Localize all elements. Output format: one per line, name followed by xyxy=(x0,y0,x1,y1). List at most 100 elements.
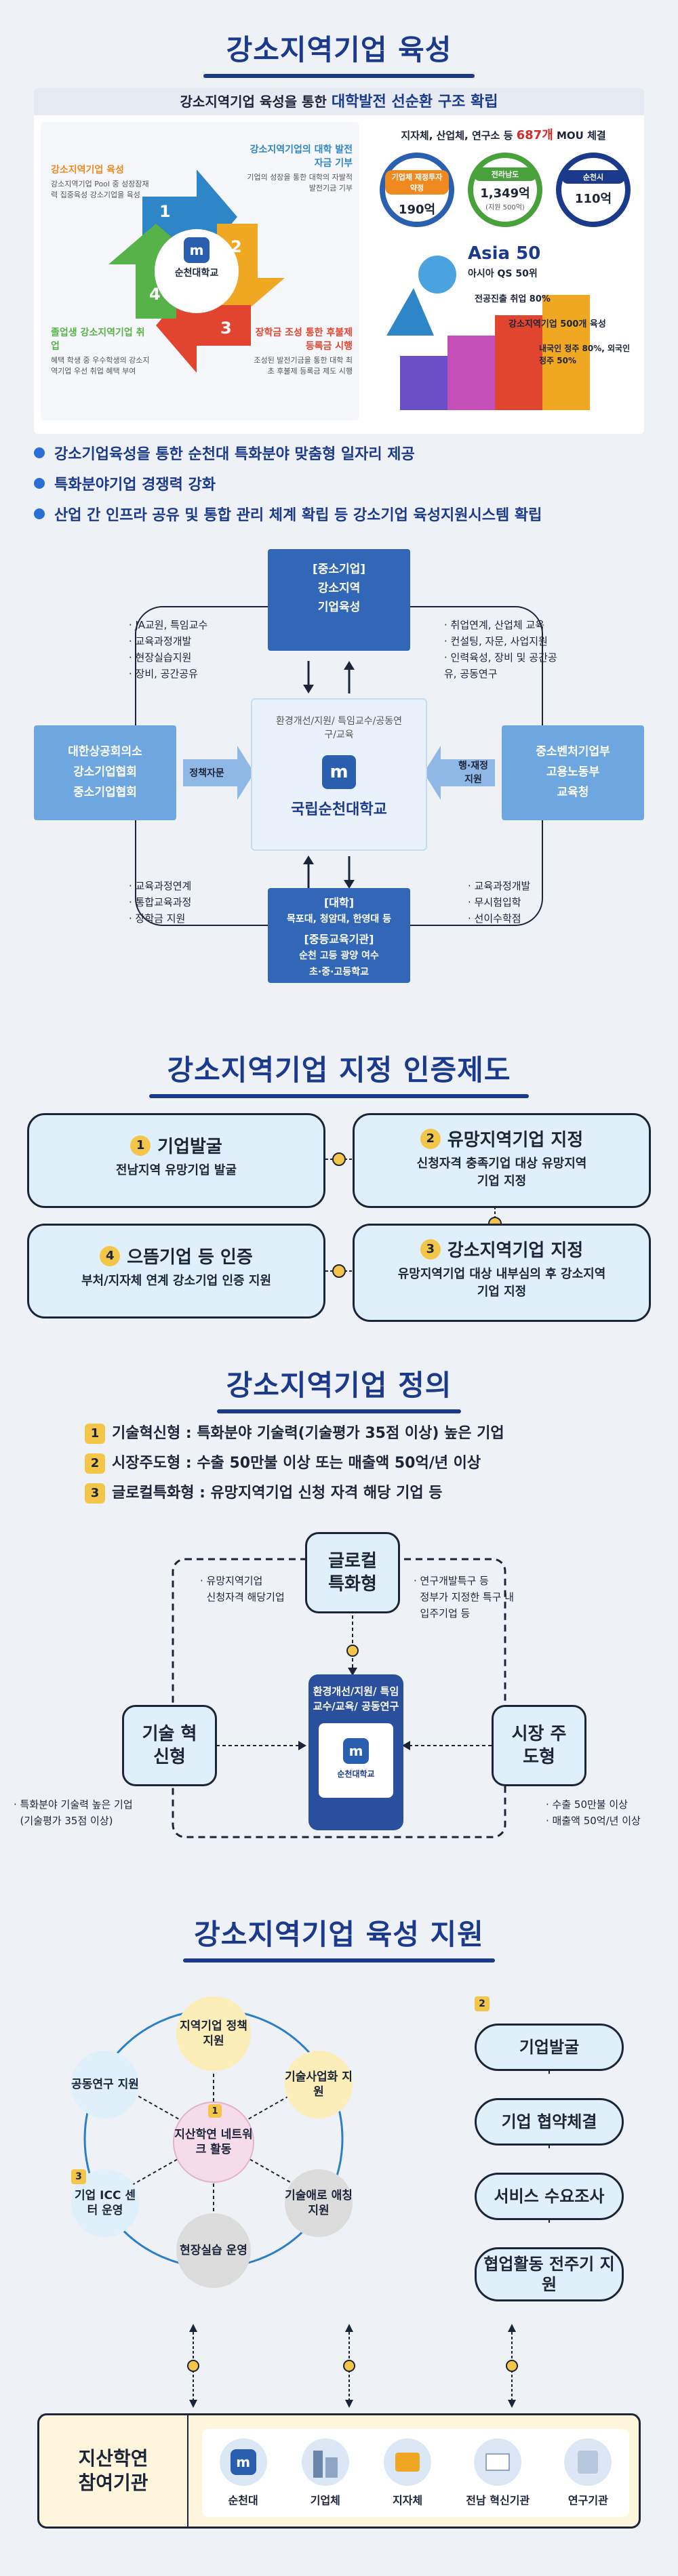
mou-circle-1: 기업체 재정투자 약정 190억 xyxy=(380,153,454,227)
definition-diagram: 글로컬 특화형 기술 혁신형 시장 주도형 환경개선/지원/ 특임교수/교육/ … xyxy=(0,1518,678,1885)
cycle-center: m 순천대학교 xyxy=(170,237,224,279)
university-logo-icon: m xyxy=(322,755,356,789)
support-wheel: 지역기업 정책지원 기술사업화 지원 기술애로 애칭지원 현장실습 운영 3 기… xyxy=(0,1973,678,2291)
mou-circle-2: 전라남도 1,349억 (지원 500억) xyxy=(468,153,542,227)
cycle-q4: 졸업생 강소지역기업 취업 혜택 학생 중 우수학생의 강소지역기업 우선 취업… xyxy=(51,325,153,377)
stair-3 xyxy=(495,315,542,410)
asia-line-1: 전공진출 취업 80% xyxy=(475,294,551,304)
note-glocal-right: · 연구개발특구 등 정부가 지정한 특구 내 입주기업 등 xyxy=(414,1575,515,1619)
note-item: 교육과정개발 xyxy=(135,635,192,647)
cycle-q3: 장학금 조성 통한 후불제 등록금 시행 조성된 발전기금을 통한 대학 최초 … xyxy=(251,325,353,377)
globe-icon xyxy=(418,256,456,294)
left-box-line: 중소기업협회 xyxy=(73,786,137,799)
university-logo-icon: m xyxy=(343,1738,369,1764)
flow-step-discovery: 기업발굴 xyxy=(475,2024,624,2071)
bullet-dot xyxy=(34,478,45,489)
top-box-line: [중소기업] xyxy=(312,563,366,576)
q3-desc: 조성된 발전기금을 통한 대학 최초 후불제 등록금 제도 시행 xyxy=(254,356,353,376)
right-box-line: 중소벤처기업부 xyxy=(536,745,610,759)
mou-pre: 지자체, 산업체, 연구소 등 xyxy=(401,129,513,142)
title-underline xyxy=(183,1958,495,1963)
university-icon: m xyxy=(219,2438,267,2486)
wheel-node-field-practice: 현장실습 운영 xyxy=(176,2213,251,2288)
top-box-line: 기업육성 xyxy=(317,601,361,614)
bottom-box-line: 초·중·고등학교 xyxy=(309,967,369,978)
step-desc: 전남지역 유망기업 발굴 xyxy=(115,1163,237,1178)
university-logo-icon: m xyxy=(184,237,210,263)
bottom-box-line: [중등교육기관] xyxy=(304,933,374,946)
mou-c1-label: 기업체 재정투자 약정 xyxy=(385,170,449,195)
cycle-num-3: 3 xyxy=(220,319,232,338)
asia-sub: 아시아 QS 50위 xyxy=(468,268,538,279)
wheel-node-tech-difficulty: 기술애로 애칭지원 xyxy=(285,2169,353,2237)
def-text: 글로컬특화형 : 유망지역기업 신청 자격 해당 기업 등 xyxy=(112,1485,443,1502)
stair-1 xyxy=(400,356,447,410)
cycle-q2: 강소지역기업의 대학 발전 자금 기부 기업의 성장을 통한 대학의 자발적 발… xyxy=(244,142,353,194)
note-item: 특화분야 기술력 높은 기업 xyxy=(20,1798,133,1811)
cycle-center-bg xyxy=(155,229,239,313)
mou-c3-label: 순천시 xyxy=(561,170,625,184)
arrowhead xyxy=(348,1668,357,1676)
note-item: 정부가 지정한 특구 내 xyxy=(420,1591,515,1603)
participant-label: 연구기관 xyxy=(567,2494,608,2507)
arrowhead xyxy=(344,661,355,670)
def-number: 1 xyxy=(85,1424,105,1444)
note-item: 매출액 50억/년 이상 xyxy=(552,1815,641,1827)
bullet-1: 강소기업육성을 통한 순천대 특화분야 맞춤형 일자리 제공 xyxy=(34,442,415,464)
banner-pre: 강소지역기업 육성을 통한 xyxy=(180,94,327,110)
arrowhead xyxy=(344,880,355,889)
note-market: · 수출 50만불 이상 · 매출액 50억/년 이상 xyxy=(546,1798,641,1827)
notes-bottom-right: · 교육과정개발 · 무시험입학 · 선이수학점 xyxy=(468,880,531,925)
connector-node xyxy=(332,1264,346,1278)
note-item: 취업연계, 산업체 교육 xyxy=(450,619,545,631)
wheel-node-commercialization: 기술사업화 지원 xyxy=(285,2051,353,2118)
q4-desc: 혜택 학생 중 우수학생의 강소지역기업 우선 취업 혜택 부여 xyxy=(51,356,150,376)
bottom-box-line: [대학] xyxy=(323,896,355,909)
note-item: 현장실습지원 xyxy=(135,651,192,664)
def-text: 시장주도형 : 수출 50만불 이상 또는 매출액 50억/년 이상 xyxy=(112,1455,481,1472)
note-item: 교육과정개발 xyxy=(474,880,531,892)
building-icon xyxy=(301,2438,349,2486)
center-name: 국립순천대학교 xyxy=(291,801,387,818)
research-icon xyxy=(564,2438,612,2486)
note-item: 장비, 공간공유 xyxy=(135,668,198,680)
asia-title: Asia 50 xyxy=(468,243,541,264)
banner-emphasis: 대학발전 선순환 구조 확립 xyxy=(331,94,498,110)
bottom-box-line: 목포대, 청암대, 한영대 등 xyxy=(286,914,392,925)
type-glocal-box: 글로컬 특화형 xyxy=(305,1532,400,1613)
def-text: 기술혁신형 : 특화분야 기술력(기술평가 35점 이상) 높은 기업 xyxy=(112,1425,504,1442)
mou-c1-value: 190억 xyxy=(398,203,436,217)
cycle-num-1: 1 xyxy=(159,202,171,221)
def-number: 3 xyxy=(85,1483,105,1504)
mou-header: 지자체, 산업체, 연구소 등 687개 MOU 체결 xyxy=(370,125,637,146)
network-diagram: [중소기업] 강소지역 기업육성 대한상공회의소 강소기업협회 중소기업협회 중… xyxy=(0,532,678,1007)
org-top-box: [중소기업] 강소지역 기업육성 xyxy=(268,549,410,651)
participant-label: 지자체 xyxy=(392,2494,423,2507)
q1-title: 강소지역기업 육성 xyxy=(51,165,124,176)
participant-item: 지자체 xyxy=(384,2438,432,2508)
participant-label: 기업체 xyxy=(310,2494,340,2507)
definition-item: 1 기술혁신형 : 특화분야 기술력(기술평가 35점 이상) 높은 기업 xyxy=(85,1419,504,1449)
title-underline xyxy=(149,1094,529,1098)
bullet-2: 특화분야기업 경쟁력 강화 xyxy=(34,472,216,494)
notes-bottom-left: · 교육과정연계 · 통합교육과정 · 장학금 지원 xyxy=(129,880,192,925)
note-item: 교육과정연계 xyxy=(135,880,192,892)
bullet-dot xyxy=(34,508,45,519)
center-university-box: 환경개선/지원/ 특임교수/공동연구/교육 m 국립순천대학교 xyxy=(251,698,427,851)
section-title-5: 강소지역기업 육성 지원 xyxy=(0,1912,678,1963)
double-arrow xyxy=(506,2324,518,2408)
step-number: 3 xyxy=(420,1239,441,1260)
title-text: 강소지역기업 육성 지원 xyxy=(194,1918,484,1951)
right-box-line: 교육청 xyxy=(557,786,589,799)
q3-title: 장학금 조성 통한 후불제 등록금 시행 xyxy=(255,327,353,352)
q1-desc: 강소지역기업 Pool 중 성장잠재력 집중육성 강소기업을 육성 xyxy=(51,180,149,199)
participants-bar: 지산학연 참여기관 m 순천대 기업체 지자체 전남 혁신기관 연구기관 xyxy=(37,2413,641,2529)
participant-item: 기업체 xyxy=(301,2438,349,2508)
note-item: 컨설팅, 자문, 사업지원 xyxy=(450,635,548,647)
type-tech-box: 기술 혁신형 xyxy=(122,1705,217,1786)
stair-4 xyxy=(542,295,590,410)
org-right-box: 중소벤처기업부 고용노동부 교육청 xyxy=(502,725,644,820)
vision-banner: 강소지역기업 육성을 통한 대학발전 선순환 구조 확립 xyxy=(34,88,644,115)
